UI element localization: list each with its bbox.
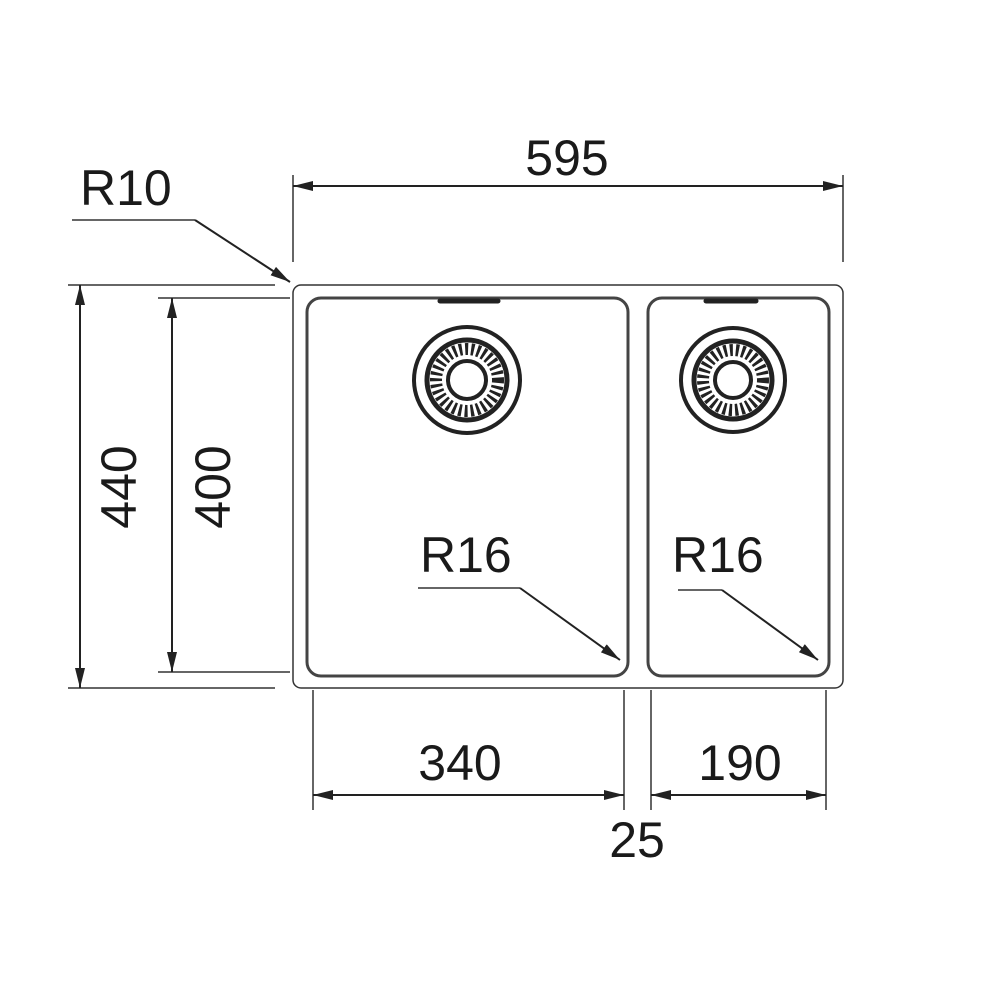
overall-depth-label: 440 <box>91 445 147 528</box>
left-bowl-width-label: 340 <box>418 735 501 791</box>
dimension-overall-depth: 440 <box>68 284 275 689</box>
left-bowl <box>305 296 630 678</box>
right-bowl-width-label: 190 <box>698 735 781 791</box>
overall-width-label: 595 <box>525 130 608 186</box>
dimension-bottom: 340 190 25 <box>312 690 827 868</box>
callout-left-bowl-radius: R16 <box>418 527 621 661</box>
bowl-depth-label: 400 <box>185 445 241 528</box>
right-bowl <box>646 296 831 678</box>
callout-right-bowl-radius: R16 <box>672 527 819 661</box>
left-drain-icon <box>412 325 522 435</box>
callout-outer-radius: R10 <box>72 160 291 283</box>
outer-radius-label: R10 <box>80 160 172 216</box>
bowl-gap-label: 25 <box>609 812 665 868</box>
right-drain-icon <box>679 326 787 434</box>
left-bowl-radius-label: R16 <box>420 527 512 583</box>
sink-outer-rim <box>292 284 844 689</box>
right-bowl-radius-label: R16 <box>672 527 764 583</box>
dimension-overall-width: 595 <box>292 130 844 262</box>
dimension-bowl-depth: 400 <box>158 297 290 673</box>
